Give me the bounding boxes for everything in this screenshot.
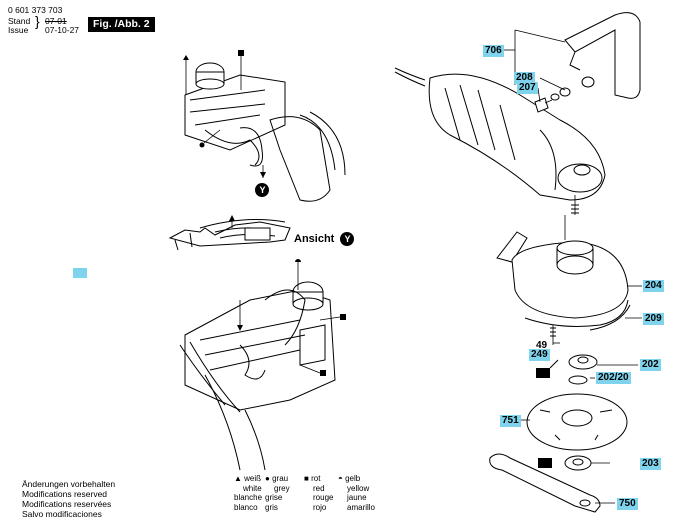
top-view-letter: Y (259, 185, 266, 195)
callout-751: 751 (500, 415, 521, 427)
doc-number: 0 601 373 703 (8, 5, 63, 15)
ring-209 (524, 299, 629, 327)
footer-notice: Änderungen vorbehalten Modifications res… (22, 479, 115, 519)
callout-249: 249 (529, 349, 550, 361)
view-y-marker-ansicht (340, 232, 354, 246)
ansicht-view-letter: Y (344, 234, 351, 244)
issue-date: 07-10-27 (45, 25, 80, 35)
legend-white-symbol: ▲ (234, 474, 242, 483)
callout-207: 207 (517, 82, 538, 94)
footer-line-es: Salvo modificaciones (22, 509, 102, 519)
legend-yellow: ◓ gelb yellow jaune amarillo (338, 474, 376, 512)
top-wiring-detail (183, 50, 346, 202)
ansicht-detail (168, 215, 291, 251)
figure-label: Fig. /Abb. 2 (88, 17, 155, 32)
bolt-207 (534, 97, 549, 113)
guard-204 (496, 231, 629, 319)
stand-label: Stand (8, 16, 31, 26)
view-y-marker-top (255, 183, 269, 197)
legend-grey: ● grau grey grise gris (265, 474, 290, 512)
callout-209: 209 (643, 313, 664, 325)
nut-203 (538, 455, 592, 471)
callout-202: 202 (640, 359, 661, 371)
callout-750: 750 (617, 498, 638, 510)
legend-red: ■ rot red rouge rojo (304, 474, 334, 512)
callout-202-20: 202/20 (596, 372, 631, 384)
color-marker (73, 268, 87, 278)
legend-yellow-symbol: ◓ (338, 474, 343, 483)
callout-204: 204 (643, 280, 664, 292)
ansicht-label: Ansicht (294, 233, 335, 245)
leader-lines (502, 29, 642, 504)
callout-208: 208 (514, 72, 535, 84)
footer-line-de: Änderungen vorbehalten (22, 479, 116, 489)
callout-49: 49 (536, 340, 548, 351)
wrench-750 (489, 453, 601, 513)
legend-white: ▲ weiß white blanche blanco (234, 474, 263, 512)
grinder-body (394, 67, 606, 215)
callout-203: 203 (640, 458, 661, 470)
legend-red-symbol: ■ (304, 474, 309, 483)
stand-old-date: 07-01 (45, 16, 67, 26)
handle-706 (550, 12, 641, 101)
disc-751 (526, 393, 628, 451)
footer-line-fr: Modifications reservées (22, 499, 112, 509)
issue-label: Issue (8, 25, 29, 35)
footer-line-en: Modifications reserved (22, 489, 108, 499)
flange-202 (536, 354, 598, 385)
bottom-wiring-detail (179, 259, 346, 471)
legend-grey-symbol: ● (265, 474, 270, 483)
callout-706: 706 (483, 45, 504, 57)
brace: } (35, 13, 40, 29)
